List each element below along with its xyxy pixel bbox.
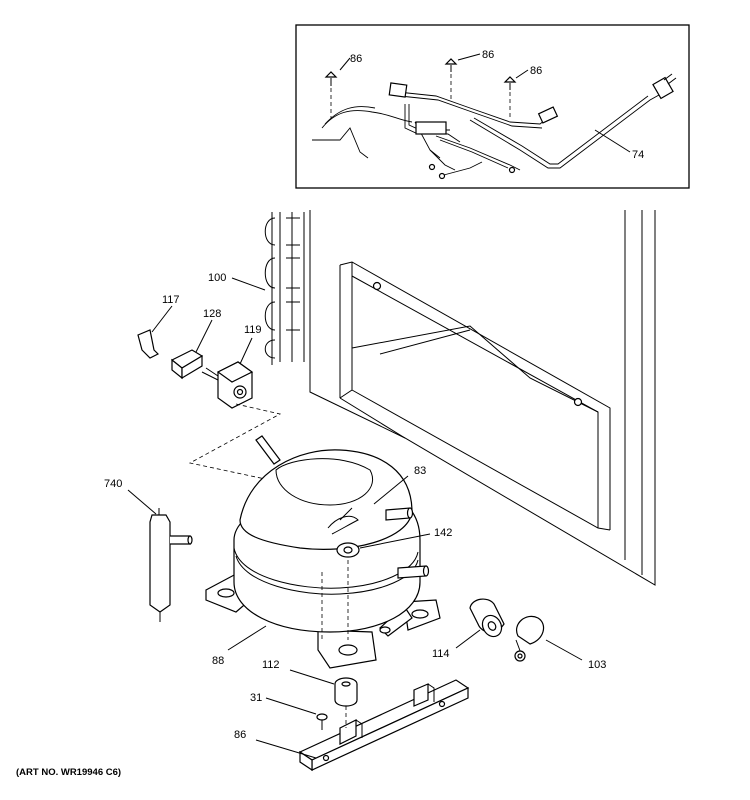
overload-clip: [137, 329, 160, 359]
screw-icon: [444, 58, 458, 100]
relay: [170, 349, 204, 380]
callout-740: 740: [104, 478, 122, 490]
callout-86: 86: [350, 53, 362, 65]
screw-icon: [503, 76, 517, 120]
wiring-harness: [312, 73, 677, 180]
accumulator: [149, 508, 193, 622]
callout-103: 103: [588, 659, 606, 671]
callout-119: 119: [244, 324, 262, 336]
sleeve: [469, 598, 505, 638]
callout-142: 142: [434, 527, 452, 539]
callout-86: 86: [234, 729, 246, 741]
callout-86: 86: [482, 49, 494, 61]
art-number: (ART NO. WR19946 C6): [16, 767, 121, 778]
screw-icon: [324, 71, 338, 118]
callout-117: 117: [162, 294, 180, 306]
compressor: [205, 435, 441, 669]
screw-icon: [316, 713, 328, 730]
callout-86: 86: [530, 65, 542, 77]
condenser-coil: [264, 212, 305, 365]
callout-112: 112: [262, 659, 280, 671]
mount-grommet: [334, 677, 358, 707]
callout-74: 74: [632, 149, 644, 161]
callout-114: 114: [432, 648, 450, 660]
clamp: [514, 615, 545, 662]
callout-100: 100: [208, 272, 226, 284]
callout-88: 88: [212, 655, 224, 667]
mounting-bracket: [298, 679, 470, 772]
callout-83: 83: [414, 465, 426, 477]
callout-31: 31: [250, 692, 262, 704]
cabinet-outline: [309, 210, 656, 586]
callout-128: 128: [203, 308, 221, 320]
relay-cover: [201, 361, 254, 409]
wiring-inset: 86 86 86 74: [295, 24, 690, 189]
